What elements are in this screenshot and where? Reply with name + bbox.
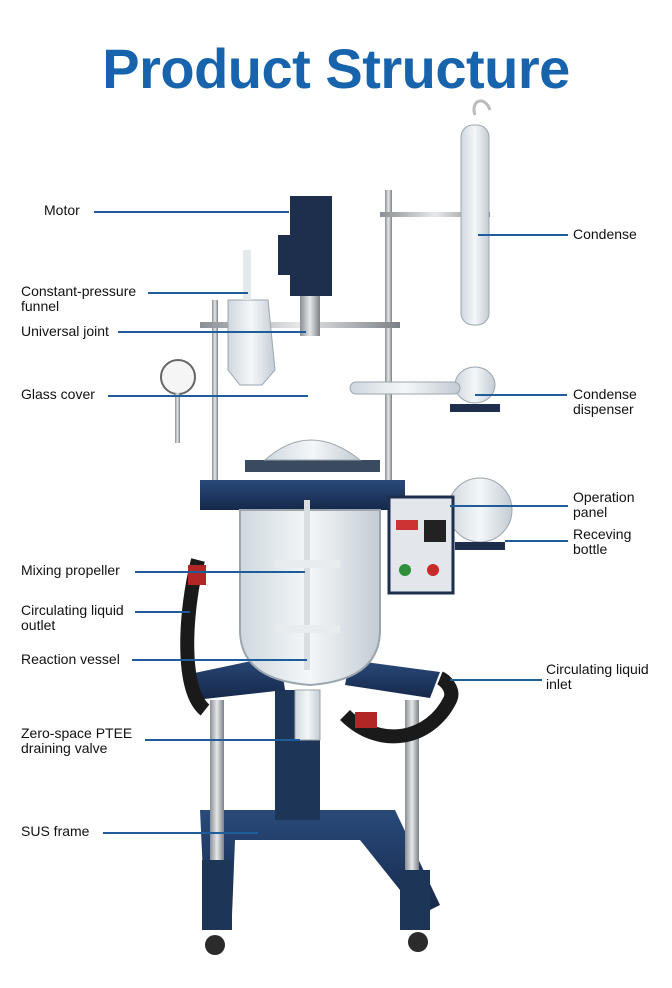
panel-stop-button (427, 564, 439, 576)
panel-start-button (399, 564, 411, 576)
panel-display (396, 520, 418, 530)
label-panel-line1: Operation (573, 489, 635, 505)
hoses (180, 558, 459, 744)
mixing-propeller-lower (275, 625, 340, 633)
constant-pressure-funnel (227, 299, 276, 386)
label-valve: Zero-space PTEE draining valve (21, 726, 132, 756)
condenser-clamp-bar (380, 212, 490, 217)
glass-cover-flange (245, 460, 380, 472)
leader-glass-cover (108, 395, 308, 397)
label-panel-line2: panel (573, 504, 608, 520)
label-dispenser-line1: Condense (573, 386, 637, 402)
motor-box (278, 235, 292, 275)
label-motor: Motor (44, 202, 80, 218)
mixing-propeller (275, 560, 340, 568)
left-rod (212, 300, 218, 480)
condenser-tube (460, 124, 490, 326)
label-bottle-line1: Receving (573, 526, 632, 542)
label-dispenser: Condense dispenser (573, 387, 637, 417)
label-bottle-line2: bottle (573, 541, 608, 557)
universal-joint (300, 296, 320, 336)
funnel-neck (243, 250, 251, 300)
label-valve-line2: draining valve (21, 740, 108, 756)
leader-circ-inlet (450, 679, 542, 681)
label-circ-outlet-line1: Circulating liquid (21, 602, 124, 618)
top-plate (200, 480, 405, 510)
panel-controller (424, 520, 446, 542)
leader-valve (145, 739, 300, 741)
leader-circ-outlet (135, 611, 190, 613)
label-glass-cover: Glass cover (21, 386, 95, 402)
glass-cover (263, 439, 362, 461)
label-sus-frame: SUS frame (21, 823, 90, 839)
label-funnel: Constant-pressure funnel (21, 284, 136, 314)
label-condense: Condense (573, 226, 637, 242)
leader-sus-frame (103, 832, 258, 834)
gauge-pipe (175, 393, 180, 443)
dispenser-clamp (450, 404, 500, 412)
label-universal-joint: Universal joint (21, 323, 109, 339)
label-circ-inlet-line2: inlet (546, 676, 572, 692)
label-circ-outlet: Circulating liquid outlet (21, 603, 124, 633)
condense-dispenser (454, 366, 496, 404)
condenser-top (472, 99, 492, 116)
label-circ-inlet: Circulating liquid inlet (546, 662, 649, 692)
operation-panel (387, 495, 455, 595)
bottle-clamp (455, 542, 505, 550)
label-panel: Operation panel (573, 490, 634, 520)
label-bottle: Receving bottle (573, 527, 631, 557)
page-title: Product Structure (102, 37, 570, 100)
stirring-shaft (304, 500, 310, 670)
leader-motor (94, 211, 289, 213)
leader-mixing-propeller (135, 571, 305, 573)
draining-valve (294, 689, 321, 741)
label-circ-outlet-line2: outlet (21, 617, 56, 633)
label-funnel-line2: funnel (21, 298, 60, 314)
leader-dispenser (475, 394, 567, 396)
leader-universal-joint (118, 331, 306, 333)
leader-panel (450, 505, 568, 507)
label-dispenser-line2: dispenser (573, 401, 634, 417)
right-rod (385, 190, 392, 490)
vapor-pipe (349, 381, 461, 395)
label-valve-line1: Zero-space PTEE (21, 725, 133, 741)
leader-reaction-vessel (132, 659, 307, 661)
leader-condense (478, 234, 568, 236)
motor (290, 196, 332, 296)
pressure-gauge (160, 359, 196, 395)
leader-bottle (505, 540, 568, 542)
receiving-bottle (447, 477, 513, 543)
label-mixing-propeller: Mixing propeller (21, 562, 120, 578)
label-funnel-line1: Constant-pressure (21, 283, 137, 299)
sus-frame (185, 655, 440, 955)
label-circ-inlet-line1: Circulating liquid (546, 661, 649, 677)
label-reaction-vessel: Reaction vessel (21, 651, 120, 667)
leader-funnel (148, 292, 248, 294)
